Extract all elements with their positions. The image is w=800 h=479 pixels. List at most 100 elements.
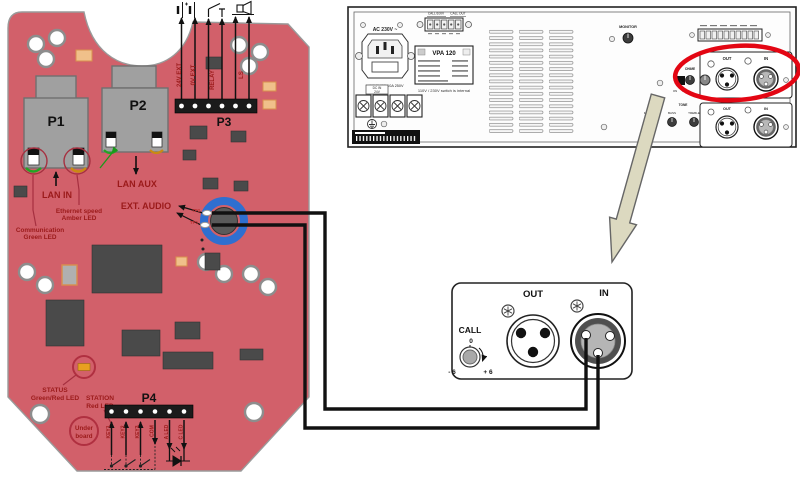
tp1-pad — [200, 221, 210, 229]
amplifier-rear-panel: AC 230V ~ LINE FUSE 10A 250V VPA 120 — [347, 6, 797, 148]
rj45-p2: P2 — [99, 65, 169, 169]
lower-out-xlr-female — [715, 115, 739, 139]
ethernet-speed-label-2: Amber LED — [62, 215, 97, 222]
call-control: CALL 0 - 6 + 6 — [448, 325, 493, 376]
ac-inlet: AC 230V ~ LINE FUSE 10A 250V — [355, 22, 415, 88]
on-label: ON — [673, 89, 677, 93]
model-plate: VPA 120 110V / 230V switch is internal — [414, 45, 474, 93]
under-board-label-2: board — [75, 433, 92, 440]
audio-wires — [212, 211, 600, 430]
p4-pin-key3: KEY3 — [135, 425, 141, 438]
switch-note: 110V / 230V switch is internal — [418, 88, 470, 93]
detail-out-xlr-female: OUT — [501, 289, 560, 368]
xlr-detail-panel: CALL 0 - 6 + 6 OUT IN — [448, 282, 633, 380]
p4-pin-key2: KEY2 — [121, 425, 127, 438]
p3-label: P3 — [217, 115, 232, 129]
wire-tp1-to-in-pin3 — [212, 223, 600, 430]
station-label-2: Red LED — [86, 403, 114, 410]
battery-icon — [176, 2, 195, 18]
p4-pin-key1: KEY1 — [106, 425, 112, 438]
green-led-label-leader — [32, 175, 37, 227]
p3-pin-0v-ext: 0V EXT — [191, 64, 197, 85]
serial-barcode-label — [352, 130, 420, 144]
model-name: VPA 120 — [432, 51, 456, 57]
call-label: CALL — [459, 325, 482, 335]
lan-annotations: LAN IN LAN AUX Ethernet speed Amber LED … — [16, 156, 157, 241]
p4-pin-com: COM — [150, 425, 156, 437]
p4-pin-a-led: A LED — [164, 424, 170, 439]
ext-audio-label: EXT. AUDIO — [121, 201, 171, 211]
upper-in-label: IN — [764, 56, 768, 61]
lower-in-label: IN — [764, 107, 768, 111]
call-minus-label: - 6 — [448, 369, 456, 376]
under-board-annotation: Under board — [69, 416, 99, 446]
p3-pin-24v-ext: 24V EXT — [177, 63, 183, 87]
status-label-1: STATUS — [42, 387, 68, 394]
p3-header: 24V EXT 0V EXT RELAY LS P3 — [174, 0, 258, 129]
amber-led-arc — [70, 167, 87, 173]
p4-pin-c-led: C LED — [179, 424, 185, 439]
green-led-arc — [25, 167, 42, 173]
detail-in-label: IN — [599, 288, 609, 299]
communication-label-2: Green LED — [23, 234, 56, 241]
test-dot-1 — [200, 238, 204, 242]
smd-components — [13, 56, 264, 370]
lower-out-label: OUT — [723, 107, 732, 111]
plate-text-lines — [418, 60, 468, 82]
amber-led-leader — [76, 174, 80, 205]
dc-in-label-1: DC IN — [373, 86, 382, 90]
torx-screw-in — [570, 299, 584, 313]
status-led-annotation: STATUS Green/Red LED — [31, 355, 96, 402]
upper-xlr-group: OUT IN CHIME ON OFF — [673, 51, 793, 99]
call-terminal-strip: CALL/100V CALL OUT — [416, 12, 472, 35]
status-label-2: Green/Red LED — [31, 395, 80, 402]
speaker-icon — [232, 0, 254, 16]
top-terminal-right-label: CALL OUT — [450, 12, 466, 16]
rj45-p1: P1 — [20, 75, 91, 175]
highlight-ellipse — [672, 43, 800, 103]
key-switches-icon — [104, 446, 156, 470]
lan-in-label: LAN IN — [42, 190, 72, 200]
wire-tp2-to-in-pin1 — [212, 211, 588, 411]
chime-label: CHIME — [685, 67, 695, 71]
pcb-board: P1 P2 LAN IN LAN — [7, 0, 310, 472]
p1-label: P1 — [47, 113, 64, 129]
lower-xlr-group: OUT IN TONE MASTER BASS TREBLE — [600, 77, 793, 148]
lan-aux-label: LAN AUX — [117, 179, 157, 189]
treble-label: TREBLE — [688, 111, 700, 115]
under-board-label-1: Under — [75, 425, 93, 432]
p4-header: P4 KEY1 KEY2 KEY3 COM A LED C LED — [104, 391, 194, 470]
control-terminal-strip — [689, 25, 771, 42]
bass-label: BASS — [668, 111, 676, 115]
dc-in-terminals: DC IN 24V — [352, 84, 423, 144]
p3-pin-ls: LS — [239, 71, 245, 79]
call-zero-label: 0 — [469, 338, 473, 345]
green-led-highlight-circle — [20, 147, 48, 175]
green-led-leader — [99, 146, 119, 169]
p3-pin-relay: RELAY — [210, 70, 216, 90]
zoom-arrow — [608, 93, 666, 265]
blue-ring-component — [200, 197, 248, 245]
p4-label: P4 — [142, 391, 157, 405]
relay-contact-icon — [207, 2, 225, 17]
call-plus-label: + 6 — [483, 369, 493, 376]
chime-switch — [677, 76, 685, 85]
vent-grille — [489, 29, 575, 134]
torx-screw-out — [501, 304, 515, 318]
station-label-1: STATION — [86, 395, 114, 402]
tp2-label: TP2 — [192, 208, 201, 213]
led-symbol-icon — [166, 446, 190, 467]
socket-pad — [61, 264, 78, 286]
lower-in-xlr-male — [753, 114, 779, 140]
monitor-label: MONITOR — [619, 25, 637, 29]
upper-in-xlr-male — [753, 66, 779, 92]
ac-inlet-label: AC 230V ~ — [373, 27, 398, 33]
ground-icon — [367, 119, 377, 129]
communication-label-1: Communication — [16, 227, 64, 234]
upper-out-label: OUT — [723, 56, 732, 61]
dc-in-label-2: 24V — [374, 90, 381, 94]
tp2-pad — [202, 209, 212, 217]
upper-out-xlr-female — [715, 67, 739, 91]
ethernet-speed-label-1: Ethernet speed — [56, 208, 102, 215]
